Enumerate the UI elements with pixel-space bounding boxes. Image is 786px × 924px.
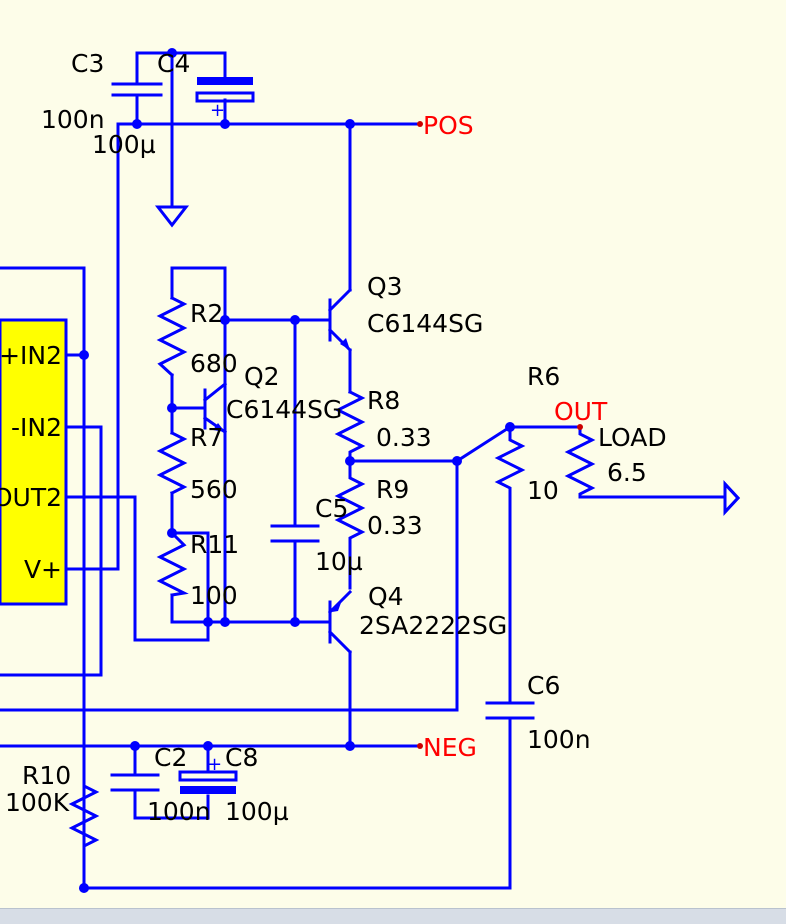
- q3-emitter-arrow: [340, 338, 350, 350]
- q3-value: C6144SG: [367, 309, 483, 338]
- r10-zigzag: [68, 768, 100, 890]
- c2-value: 100n: [147, 797, 211, 826]
- r11-value: 100: [190, 581, 238, 610]
- r8-ref[interactable]: R8: [367, 386, 400, 415]
- wire-vplus: [64, 122, 120, 571]
- svg-text:+: +: [207, 754, 222, 775]
- capacitor-c8-symbol: +: [178, 754, 238, 794]
- c5-ref[interactable]: C5: [315, 494, 348, 523]
- r9-zigzag: [334, 459, 366, 590]
- c6-ref[interactable]: C6: [527, 671, 560, 700]
- q2-value: C6144SG: [226, 395, 342, 424]
- load-value: 6.5: [607, 458, 647, 487]
- wire-in2-plus-loop: [0, 266, 512, 890]
- junction-dots: [79, 48, 515, 893]
- net-label-neg[interactable]: NEG: [423, 733, 477, 762]
- out-endpoint: [577, 424, 583, 430]
- q4-emitter-arrow: [332, 600, 342, 612]
- r9-value: 0.33: [367, 511, 423, 540]
- wire-c3-c4-top: [135, 51, 227, 86]
- ground-symbol: [154, 205, 190, 228]
- wire-in2-minus: [0, 425, 103, 677]
- wire-r11-bottom: [170, 593, 332, 624]
- ic-pin-out2: OUT2: [0, 483, 62, 512]
- ic-pin-vplus: V+: [24, 555, 62, 584]
- c8-ref[interactable]: C8: [225, 743, 258, 772]
- c8-value: 100µ: [225, 797, 289, 826]
- r10-ref[interactable]: R10: [22, 761, 71, 790]
- r8-value: 0.33: [376, 423, 432, 452]
- q4-value: 2SA2222SG: [359, 611, 507, 640]
- ic-pin-in2-minus: -IN2: [11, 413, 62, 442]
- c4-value: 100µ: [92, 130, 156, 159]
- svg-text:+: +: [210, 100, 225, 121]
- pos-endpoint: [417, 121, 423, 127]
- c5-value: 10µ: [315, 547, 363, 576]
- c2-plates: [110, 773, 160, 792]
- wire-feedback: [0, 459, 459, 712]
- window-bottom-bar: [0, 908, 786, 924]
- c3-value: 100n: [41, 105, 105, 134]
- load-zigzag: [564, 425, 727, 499]
- q4-ref[interactable]: Q4: [368, 582, 404, 611]
- c3-plates: [111, 82, 163, 97]
- q3-body: [327, 122, 353, 353]
- c2-ref[interactable]: C2: [154, 743, 187, 772]
- r11-ref[interactable]: R11: [190, 530, 239, 559]
- r7-zigzag: [156, 430, 188, 496]
- net-label-out[interactable]: OUT: [554, 397, 608, 426]
- q2-ref[interactable]: Q2: [244, 362, 280, 391]
- wire-r7-r11: [170, 491, 210, 624]
- net-label-pos[interactable]: POS: [423, 111, 474, 140]
- q4-body: [327, 589, 353, 748]
- r2-ref[interactable]: R2: [190, 299, 223, 328]
- r2-value: 680: [190, 349, 238, 378]
- r9-ref[interactable]: R9: [376, 475, 409, 504]
- ic-pin-in2-plus: +IN2: [0, 341, 62, 370]
- ic-body[interactable]: [0, 318, 68, 606]
- r7-value: 560: [190, 475, 238, 504]
- r8-zigzag: [334, 389, 366, 463]
- r2-zigzag: [156, 295, 188, 378]
- c4-ref[interactable]: C4: [157, 49, 190, 78]
- q2-emitter-arrow: [213, 423, 225, 432]
- r6-zigzag: [494, 425, 526, 705]
- c3-ref[interactable]: C3: [71, 49, 104, 78]
- neg-endpoint: [417, 743, 423, 749]
- c5-plates: [270, 524, 320, 543]
- load-ground-arrow: [723, 480, 741, 516]
- r10-value: 100K: [5, 788, 70, 817]
- c6-plates: [485, 701, 535, 720]
- load-ref[interactable]: LOAD: [598, 423, 667, 452]
- wire-out2: [64, 495, 210, 642]
- r6-ref[interactable]: R6: [527, 362, 560, 391]
- c6-value: 100n: [527, 725, 591, 754]
- q3-ref[interactable]: Q3: [367, 272, 403, 301]
- r11-zigzag: [156, 530, 189, 597]
- r6-value: 10: [527, 476, 559, 505]
- r7-ref[interactable]: R7: [190, 423, 223, 452]
- capacitor-c4-symbol: +: [195, 77, 255, 121]
- wire-c3-bottom: [116, 93, 139, 126]
